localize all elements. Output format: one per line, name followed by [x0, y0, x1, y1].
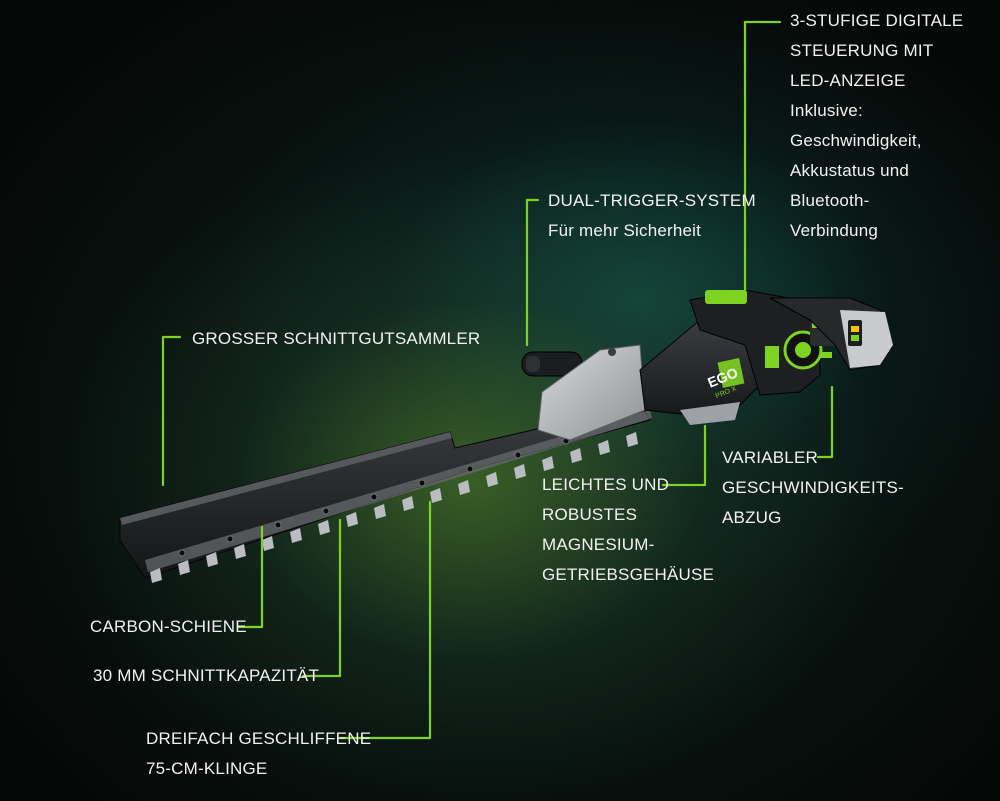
callout-line-dual-trigger: [525, 198, 540, 347]
callout-lines: [161, 20, 834, 740]
blade-teeth: [150, 432, 638, 583]
rear-grip: [769, 297, 894, 371]
callout-dual-trigger-line2: Für mehr Sicherheit: [548, 221, 702, 240]
callout-dual-trigger: DUAL-TRIGGER-SYSTEM Für mehr Sicherheit: [548, 186, 756, 246]
callout-digital-control: 3-STUFIGE DIGITALE STEUERUNG MIT LED-ANZ…: [790, 6, 963, 246]
callout-collector-line1: GROSSER SCHNITTGUTSAMMLER: [192, 329, 481, 348]
callout-gear-housing-line3: MAGNESIUM-: [542, 535, 655, 554]
callout-line-carbon-rail: [236, 525, 264, 629]
callout-digital-control-line1: 3-STUFIGE DIGITALE: [790, 11, 964, 30]
blade-collector: [119, 404, 652, 579]
callout-digital-control-line3: LED-ANZEIGE: [790, 71, 906, 90]
callout-digital-control-line5: Geschwindigkeit,: [790, 131, 922, 150]
blade-rivets: [178, 437, 570, 557]
callout-dual-trigger-line1: DUAL-TRIGGER-SYSTEM: [548, 191, 756, 210]
callout-variable-trigger-line1: VARIABLER: [722, 448, 818, 467]
callout-digital-control-line2: STEUERUNG MIT: [790, 41, 934, 60]
callout-digital-control-line7: Bluetooth-: [790, 191, 870, 210]
callout-blade-line2: 75-CM-KLINGE: [146, 759, 268, 778]
callout-blade: DREIFACH GESCHLIFFENE 75-CM-KLINGE: [146, 724, 371, 784]
callout-variable-trigger-line2: GESCHWINDIGKEITS-: [722, 478, 904, 497]
callout-variable-trigger-line3: ABZUG: [722, 508, 782, 527]
callout-carbon-rail: CARBON-SCHIENE: [90, 612, 247, 642]
callout-line-cut-capacity: [301, 518, 342, 678]
callout-line-gear-housing: [661, 424, 707, 487]
callout-line-blade: [338, 500, 432, 740]
callout-line-collector: [161, 335, 182, 487]
callout-gear-housing-line2: ROBUSTES: [542, 505, 638, 524]
callout-digital-control-line6: Akkustatus und: [790, 161, 910, 180]
callout-line-digital-control: [743, 20, 782, 302]
callout-carbon-rail-line1: CARBON-SCHIENE: [90, 617, 247, 636]
callout-gear-housing-line4: GETRIEBSGEHÄUSE: [542, 565, 715, 584]
callout-variable-trigger: VARIABLER GESCHWINDIGKEITS- ABZUG: [722, 443, 904, 533]
callout-digital-control-line8: Verbindung: [790, 221, 879, 240]
callout-gear-housing-line1: LEICHTES UND: [542, 475, 670, 494]
gear-housing: [639, 319, 771, 425]
callout-cut-capacity-line1: 30 MM SCHNITTKAPAZITÄT: [93, 666, 320, 685]
callout-gear-housing: LEICHTES UND ROBUSTES MAGNESIUM- GETRIEB…: [542, 470, 714, 590]
callout-blade-line1: DREIFACH GESCHLIFFENE: [146, 729, 372, 748]
callout-collector: GROSSER SCHNITTGUTSAMMLER: [192, 324, 480, 354]
hand-guard: [537, 344, 646, 441]
callout-digital-control-line4: Inklusive:: [790, 101, 863, 120]
callout-cut-capacity: 30 MM SCHNITTKAPAZITÄT: [93, 661, 319, 691]
callout-line-variable-trigger: [816, 385, 834, 459]
